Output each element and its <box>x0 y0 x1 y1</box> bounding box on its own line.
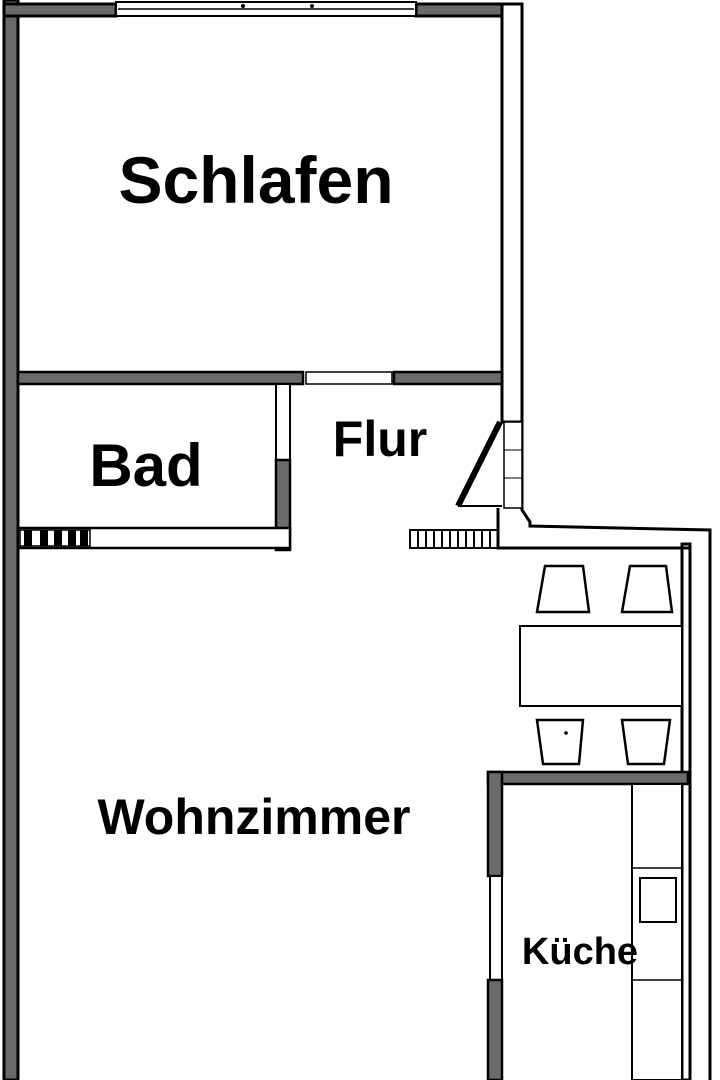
wall-top-left <box>2 2 118 18</box>
dining-area <box>519 564 683 766</box>
wall-kitchen-top <box>496 508 690 550</box>
window-hinge-right <box>310 4 314 8</box>
sink <box>639 877 677 923</box>
wall-right-lower <box>680 542 692 1080</box>
entrance-door-leaf <box>455 420 503 508</box>
window-top[interactable] <box>115 1 417 17</box>
room-label-flur: Flur <box>333 411 427 467</box>
room-label-schlafen: Schlafen <box>118 143 393 217</box>
chair-bottom-right <box>620 718 672 766</box>
interior-walls <box>16 370 690 1080</box>
window-hinge-left <box>241 4 245 8</box>
chair-top-right <box>620 564 674 614</box>
vent-bad <box>19 529 91 547</box>
entrance-door-frame <box>503 421 523 509</box>
room-labels: Schlafen Bad Flur Wohnzimmer Küche <box>89 143 638 973</box>
vent-flur <box>409 529 499 549</box>
chair-bottom-left <box>535 718 585 766</box>
chair-top-left <box>535 564 591 614</box>
doorway-bad[interactable] <box>275 383 291 461</box>
room-label-bad: Bad <box>89 432 202 499</box>
room-label-wohnzimmer: Wohnzimmer <box>98 789 411 845</box>
wall-kueche-left-upper <box>486 770 504 878</box>
wall-schlafen-bad <box>16 370 305 386</box>
wall-left <box>2 0 20 1080</box>
wall-schlafen-flur-right <box>392 370 504 386</box>
wall-kueche-top <box>486 770 690 786</box>
doorway-schlafen[interactable] <box>305 371 393 385</box>
counter <box>631 783 683 1080</box>
wall-top-right <box>414 2 506 18</box>
entrance-door[interactable] <box>455 420 523 509</box>
kitchen-counter <box>631 783 683 1080</box>
dining-table <box>519 625 683 707</box>
room-label-kueche: Küche <box>522 931 638 973</box>
wall-kueche-left-lower <box>486 978 504 1080</box>
wall-right-upper <box>500 2 524 424</box>
doorway-kueche[interactable] <box>489 875 503 981</box>
